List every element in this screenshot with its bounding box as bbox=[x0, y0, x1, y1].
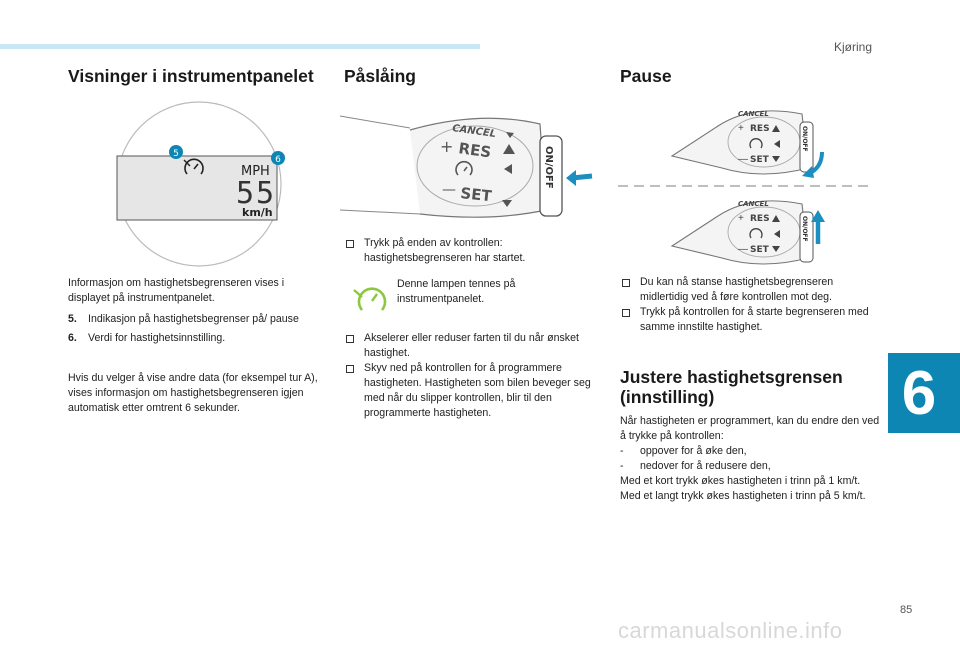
stalk-res-label: RES bbox=[457, 139, 492, 161]
adjust-item-up: oppover for å øke den, bbox=[620, 444, 882, 459]
chapter-name: Kjøring bbox=[833, 40, 872, 54]
marker-5 bbox=[169, 145, 183, 159]
svg-text:+: + bbox=[440, 137, 453, 156]
watermark: carmanualsonline.info bbox=[618, 618, 843, 643]
svg-text:+: + bbox=[738, 123, 744, 134]
activation-step-3: Skyv ned på kontrollen for å programmere… bbox=[344, 361, 604, 421]
svg-text:ON/OFF: ON/OFF bbox=[801, 126, 808, 152]
display-unit-bottom: km/h bbox=[242, 206, 273, 219]
pause-step-1: Du kan nå stanse hastighetsbegrenseren m… bbox=[620, 275, 882, 305]
stalk-onoff-illustration: CANCEL + RES — SET ON/OFF bbox=[339, 115, 593, 219]
illustration-divider bbox=[618, 185, 874, 187]
svg-text:CANCEL: CANCEL bbox=[738, 200, 769, 208]
svg-text:CANCEL: CANCEL bbox=[738, 110, 769, 118]
activation-step-2: Akselerer eller reduser farten til du nå… bbox=[344, 331, 604, 361]
svg-text:5: 5 bbox=[173, 149, 179, 159]
pause-step-2: Trykk på kontrollen for å starte begrens… bbox=[620, 305, 882, 335]
adjust-intro: Når hastigheten er programmert, kan du e… bbox=[620, 415, 880, 442]
svg-text:ON/OFF: ON/OFF bbox=[801, 216, 808, 242]
list-item: 6.Verdi for hastighetsinnstilling. bbox=[68, 332, 226, 344]
display-item-list: 5.Indikasjon på hastighetsbegrenser på/ … bbox=[68, 312, 318, 346]
activation-steps: Akselerer eller reduser farten til du nå… bbox=[344, 331, 604, 421]
display-speed: 55 bbox=[236, 176, 276, 211]
svg-text:+: + bbox=[738, 213, 744, 224]
svg-text:—: — bbox=[738, 154, 748, 165]
adjust-item-down: nedover for å redusere den, bbox=[620, 459, 882, 474]
svg-text:RES: RES bbox=[750, 124, 770, 134]
section-title-display: Visninger i instrumentpanelet bbox=[68, 66, 314, 86]
section-title-activation: Påslåing bbox=[344, 66, 416, 86]
stalk-set-label: SET bbox=[460, 184, 494, 205]
stalk-limiter-icon bbox=[455, 160, 473, 176]
stalk-press-illustration: CANCEL + RES — SET ON/OFF bbox=[670, 200, 825, 265]
svg-text:—: — bbox=[442, 182, 456, 198]
activation-step-1: Trykk på enden av kontrollen: hastighets… bbox=[344, 236, 604, 266]
speed-limiter-icon bbox=[183, 158, 204, 175]
svg-text:RES: RES bbox=[750, 214, 770, 224]
list-item: 5.Indikasjon på hastighetsbegrenser på/ … bbox=[68, 313, 299, 325]
svg-text:SET: SET bbox=[750, 155, 770, 165]
display-note-text: Hvis du velger å vise andre data (for ek… bbox=[68, 372, 318, 414]
svg-text:SET: SET bbox=[750, 245, 770, 255]
stalk-onoff-label: ON/OFF bbox=[543, 146, 554, 189]
svg-text:6: 6 bbox=[275, 155, 281, 165]
display-unit-top: MPH bbox=[241, 164, 270, 179]
svg-text:—: — bbox=[738, 244, 748, 255]
page-number: 85 bbox=[900, 604, 913, 616]
instrument-display-illustration: MPH 55 km/h 5 6 bbox=[116, 101, 285, 267]
lamp-text: Denne lampen tennes på instrumentpanelet… bbox=[397, 278, 516, 305]
display-intro-text: Informasjon om hastighetsbegrenseren vis… bbox=[68, 277, 285, 304]
chapter-number-tab: 6 bbox=[888, 353, 960, 433]
section-title-pause: Pause bbox=[620, 66, 672, 86]
speed-limiter-lamp-icon bbox=[353, 287, 387, 311]
marker-6 bbox=[271, 151, 285, 165]
stalk-pull-illustration: CANCEL + RES — SET ON/OFF bbox=[670, 110, 824, 178]
pause-steps: Du kan nå stanse hastighetsbegrenseren m… bbox=[620, 275, 882, 335]
adjust-text: Når hastigheten er programmert, kan du e… bbox=[620, 414, 882, 504]
adjust-long-press: Med et langt trykk økes hastigheten i tr… bbox=[620, 490, 866, 502]
header-accent-bar bbox=[0, 44, 480, 49]
chapter-number: 6 bbox=[901, 358, 937, 428]
section-title-adjust: Justere hastighetsgrensen (innstilling) bbox=[620, 367, 843, 408]
adjust-short-press: Med et kort trykk økes hastigheten i tri… bbox=[620, 475, 861, 487]
